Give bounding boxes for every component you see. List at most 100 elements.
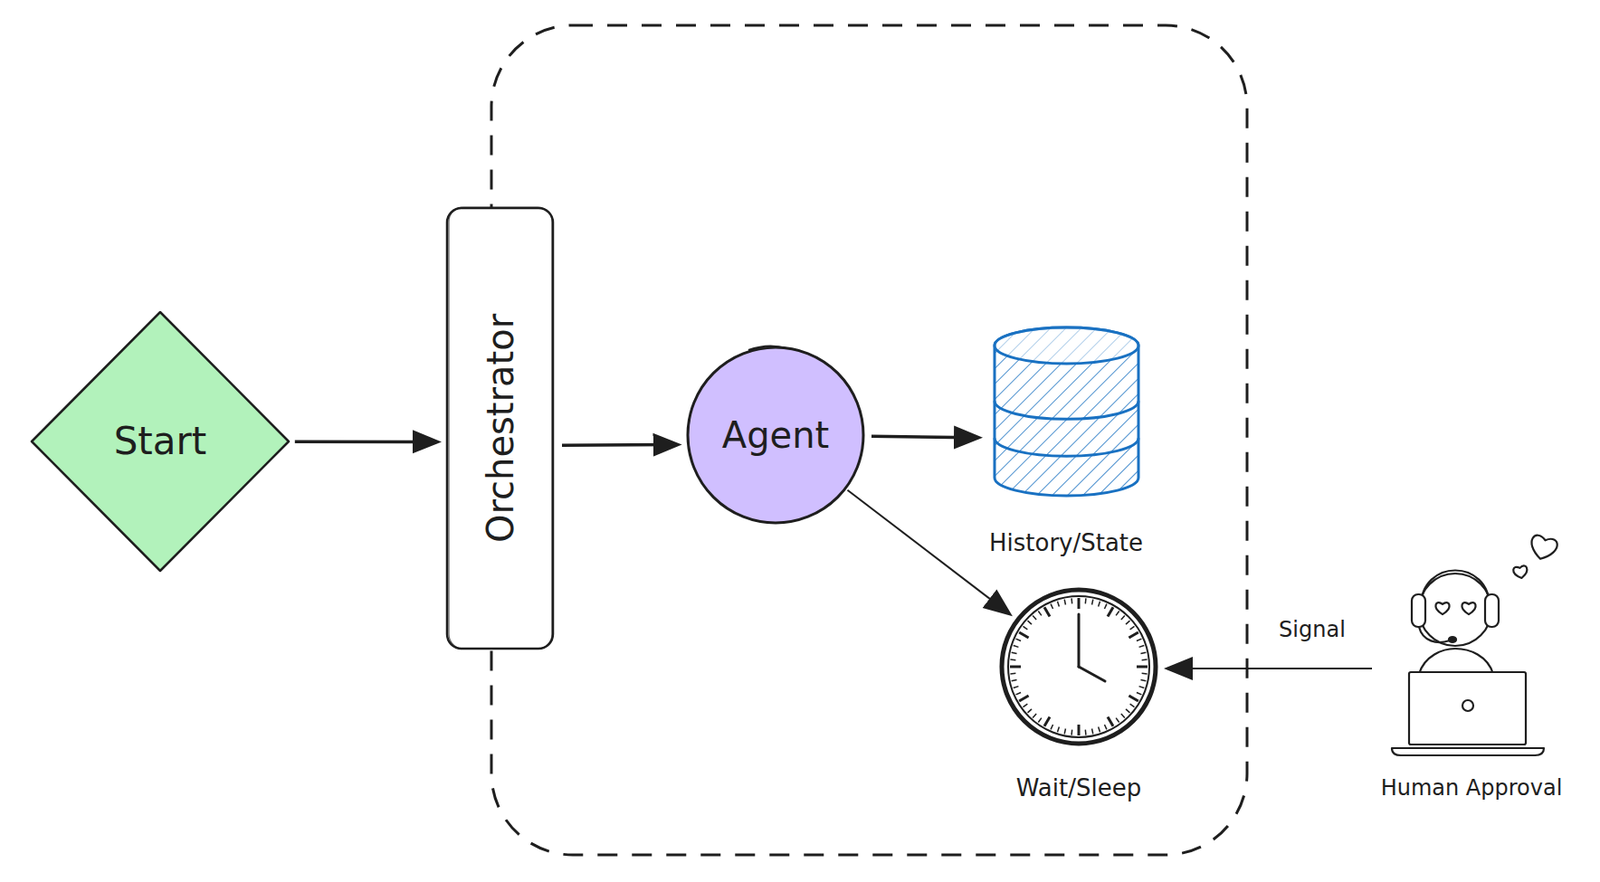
- clock-tick: [1038, 611, 1042, 617]
- clock-tick: [1009, 673, 1016, 676]
- clock-tick: [1009, 666, 1021, 669]
- clock-node: Wait/Sleep: [988, 583, 1170, 820]
- edge-label: Signal: [1278, 617, 1346, 643]
- laptop-base: [1391, 748, 1544, 756]
- shoulders: [1419, 648, 1494, 675]
- flow-arrow: [871, 436, 972, 438]
- cylinder-top: [994, 327, 1139, 364]
- clock-tick: [1032, 616, 1037, 620]
- clock-tick: [1085, 598, 1087, 604]
- clock-tick: [1104, 604, 1106, 610]
- microphone: [1419, 627, 1450, 643]
- heart-bubble: [1527, 533, 1559, 562]
- clock-tick: [1085, 730, 1087, 736]
- text-area: Human Approval: [1371, 776, 1572, 802]
- start-diamond: Start: [28, 309, 292, 574]
- cylinder-band: [994, 400, 1139, 420]
- clock-tick: [1009, 658, 1016, 661]
- clock-tick: [1121, 616, 1125, 620]
- box-outline: [447, 208, 553, 649]
- headband: [1420, 571, 1490, 609]
- database-node: History/State: [975, 321, 1157, 575]
- clock-tick: [1019, 632, 1029, 639]
- clock-hand: [1077, 614, 1081, 667]
- clock-tick: [1016, 692, 1021, 695]
- ear-cup: [1485, 594, 1499, 628]
- clock-tick: [1038, 718, 1042, 724]
- text-area: Wait/Sleep: [988, 775, 1170, 803]
- clock-label: Wait/Sleep: [988, 775, 1170, 803]
- clock-hand: [1078, 666, 1105, 682]
- microphone-tip: [1448, 637, 1457, 643]
- clock-tick: [1016, 638, 1021, 641]
- clock-tick: [1098, 601, 1101, 608]
- diamond-outline: [31, 312, 289, 572]
- clock-tick: [1130, 704, 1135, 708]
- clock-node-shape: [999, 587, 1159, 747]
- clock-tick: [1107, 716, 1114, 726]
- clock-tick: [1092, 728, 1094, 734]
- circle-outline: [687, 347, 864, 524]
- clock-tick: [1077, 724, 1081, 736]
- human-illustration: [1391, 533, 1559, 756]
- text-area: History/State: [975, 530, 1157, 558]
- text-area: Start: [28, 309, 292, 574]
- clock-tick: [1121, 714, 1125, 718]
- heart-eye: [1435, 602, 1449, 615]
- clock-tick: [1077, 598, 1081, 610]
- clock-tick: [1070, 598, 1073, 604]
- clock-tick: [1107, 607, 1114, 617]
- clock-face: [1008, 596, 1150, 738]
- clock-tick: [1011, 652, 1018, 654]
- agent-circle: Agent: [685, 344, 867, 526]
- clock-tick: [1011, 680, 1018, 682]
- clock-tick: [1050, 724, 1053, 730]
- clock-tick: [1140, 680, 1146, 682]
- clock-tick: [1136, 638, 1142, 641]
- clock-tick: [1064, 600, 1066, 606]
- clock-tick: [1104, 724, 1106, 730]
- clock-tick: [1098, 727, 1101, 734]
- start-label: Start: [114, 419, 208, 464]
- flow-arrow: [847, 490, 1004, 610]
- clock-tick: [1070, 730, 1073, 736]
- orchestrator-label: Orchestrator: [479, 314, 522, 543]
- clock-tick: [1092, 600, 1094, 606]
- clock-tick: [1136, 692, 1142, 695]
- clock-tick: [1028, 620, 1032, 625]
- ear-cup: [1411, 594, 1426, 628]
- clock-tick: [1057, 601, 1060, 608]
- orchestrator-box: Orchestrator: [445, 206, 555, 651]
- clock-tick: [1128, 695, 1138, 702]
- agent-label: Agent: [722, 414, 829, 457]
- clock-tick: [1125, 709, 1130, 714]
- clock-tick: [1044, 716, 1050, 726]
- cylinder-body: [994, 327, 1139, 496]
- clock-tick: [1125, 620, 1130, 625]
- clock-tick: [1013, 646, 1020, 648]
- clock-tick: [1142, 658, 1148, 661]
- clock-tick: [1115, 611, 1120, 617]
- clock-tick: [1142, 673, 1148, 676]
- heart-eye: [1461, 602, 1476, 615]
- text-area: Orchestrator: [445, 206, 555, 651]
- clock-tick: [1050, 604, 1053, 610]
- laptop-screen: [1409, 672, 1526, 745]
- clock-tick: [1136, 666, 1148, 669]
- laptop-logo: [1462, 700, 1474, 712]
- clock-tick: [1115, 718, 1120, 724]
- clock-tick: [1023, 626, 1029, 630]
- box-sketch-stroke: [448, 207, 553, 649]
- human-node-shape: [1371, 520, 1572, 758]
- text-area: Agent: [685, 344, 867, 526]
- clock-tick: [1028, 709, 1032, 714]
- clock-tick: [1140, 652, 1146, 654]
- clock-tick: [1057, 727, 1060, 734]
- database-label: History/State: [975, 530, 1157, 558]
- clock-tick: [1023, 704, 1029, 708]
- clock-tick: [1013, 686, 1020, 689]
- human-node: Human Approval: [1371, 520, 1572, 810]
- heart-bubble: [1513, 565, 1529, 580]
- flow-arrow: [561, 443, 672, 448]
- clock-tick: [1064, 728, 1066, 734]
